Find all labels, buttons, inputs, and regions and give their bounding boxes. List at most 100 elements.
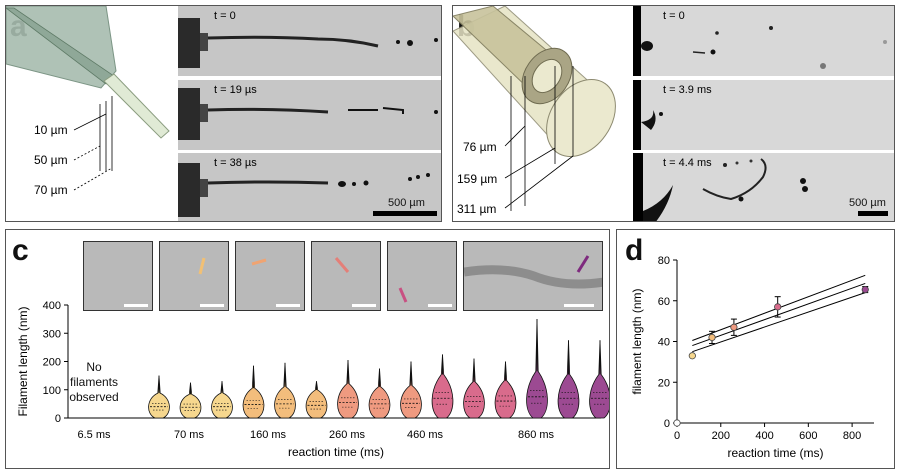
droplet-frame-1: t = 0: [633, 6, 894, 76]
y-tick-label: 0: [55, 413, 61, 425]
dim-label-159um: 159 µm: [457, 172, 498, 186]
scale-bar-a-label: 500 µm: [388, 197, 425, 209]
y-tick-label: 100: [43, 385, 61, 397]
dim-label-50um: 50 µm: [34, 153, 68, 167]
fit-line: [692, 292, 866, 353]
droplet-image-2: [633, 80, 663, 150]
droplet-frame-3: t = 4.4 ms 500 µm: [633, 153, 894, 221]
filament-arrow-160ms: [251, 258, 267, 266]
y-tick-label: 60: [658, 296, 670, 308]
jet-image-3: [178, 163, 430, 217]
x-tick-label: 70 ms: [174, 429, 204, 441]
violin: [368, 368, 391, 419]
micrograph-70ms: [159, 241, 229, 311]
y-tick-label: 0: [664, 418, 670, 430]
micrograph-scale-bar: [124, 304, 148, 307]
violin: [494, 361, 517, 419]
filament-arrow-460ms: [398, 287, 408, 303]
jet-image-1: [178, 18, 438, 68]
inner-tube-bore: [531, 58, 563, 94]
data-point: [774, 303, 782, 311]
coaxial-tube-illustration: [453, 6, 616, 211]
frame-a-time-1: t = 0: [214, 10, 236, 22]
frame-b-time-3: t = 4.4 ms: [663, 157, 712, 169]
droplet-frame-2: t = 3.9 ms: [633, 80, 894, 150]
micrograph-scale-bar: [276, 304, 300, 307]
x-tick-label: 400: [755, 430, 773, 442]
scale-bar-b: [858, 211, 888, 216]
dim-leader-2: [73, 145, 101, 161]
violin: [589, 340, 609, 419]
violin: [337, 360, 359, 419]
x-tick-label: 260 ms: [329, 429, 366, 441]
violin: [211, 381, 233, 419]
frame-b-time-2: t = 3.9 ms: [663, 84, 712, 96]
violin: [400, 361, 422, 419]
micrograph-65ms: [83, 241, 153, 311]
data-point: [688, 352, 696, 360]
dim-label-10um: 10 µm: [34, 123, 68, 137]
droplet-image-1: [633, 6, 887, 76]
micrograph-460ms: [387, 241, 457, 311]
x-tick-label: 800: [843, 430, 861, 442]
dim-label-70um: 70 µm: [34, 183, 68, 197]
x-tick-label: 200: [712, 430, 730, 442]
b-dim-leader-1: [504, 125, 526, 147]
panel-d-letter: d: [625, 234, 644, 267]
data-point: [861, 285, 869, 294]
panel-b: b 76 µm 159 µm 311 µm t = 0: [452, 5, 895, 222]
y-tick-label: 400: [43, 300, 61, 312]
violin: [431, 354, 454, 419]
micrograph-860ms: [463, 241, 603, 311]
no-filaments-text: No filaments observed: [69, 360, 119, 404]
violin: [242, 365, 265, 419]
micrograph-scale-bar: [428, 304, 452, 307]
y-tick-label: 20: [658, 377, 670, 389]
panel-c-letter: c: [12, 234, 29, 267]
jet-frame-2: t = 19 µs: [178, 80, 441, 150]
nozzle-illustration: [6, 6, 170, 191]
x-axis-label: reaction time (ms): [727, 446, 823, 460]
violin: [179, 382, 202, 419]
y-axis-label: filament length (nm): [630, 288, 644, 394]
x-tick-label: 460 ms: [407, 429, 444, 441]
x-tick-label: 160 ms: [250, 429, 287, 441]
panel-c: c No filaments obse: [5, 229, 610, 469]
y-axis-label: Filament length (nm): [16, 306, 30, 416]
micrograph-260ms: [311, 241, 381, 311]
frame-b-time-1: t = 0: [663, 10, 685, 22]
jet-frame-1: t = 0: [178, 6, 441, 76]
x-tick-label: 860 ms: [518, 429, 555, 441]
x-tick-label: 600: [799, 430, 817, 442]
droplet-image-3: [633, 153, 808, 221]
x-axis-label: reaction time (ms): [288, 445, 384, 459]
micrograph-scale-bar: [564, 304, 594, 307]
frame-a-time-3: t = 38 µs: [214, 157, 257, 169]
scale-bar-a: [373, 211, 437, 216]
y-tick-label: 300: [43, 328, 61, 340]
filament-arrow-260ms: [334, 257, 350, 273]
filament-arrow-70ms: [198, 257, 206, 275]
fit-line: [692, 282, 866, 347]
violin: [463, 358, 485, 419]
jet-image-2: [178, 88, 438, 140]
b-dim-leader-3: [504, 155, 574, 209]
b-dim-leader-2: [504, 147, 556, 179]
dim-leader-1: [73, 113, 107, 131]
dim-label-76um: 76 µm: [463, 140, 497, 154]
dim-leader-3: [73, 167, 113, 191]
x-tick-label: 0: [674, 430, 680, 442]
panel-a: a 10 µm 50 µm 70 µm t = 0: [5, 5, 442, 222]
data-point: [730, 323, 738, 331]
x-tick-label: 6.5 ms: [77, 429, 111, 441]
jet-frame-3: t = 38 µs 500 µm: [178, 153, 441, 221]
nozzle-capillary: [103, 73, 170, 139]
y-tick-label: 200: [43, 357, 61, 369]
data-point: [673, 419, 681, 427]
scale-bar-b-label: 500 µm: [849, 197, 886, 209]
outer-tube-end: [546, 79, 616, 157]
violin: [148, 375, 170, 419]
